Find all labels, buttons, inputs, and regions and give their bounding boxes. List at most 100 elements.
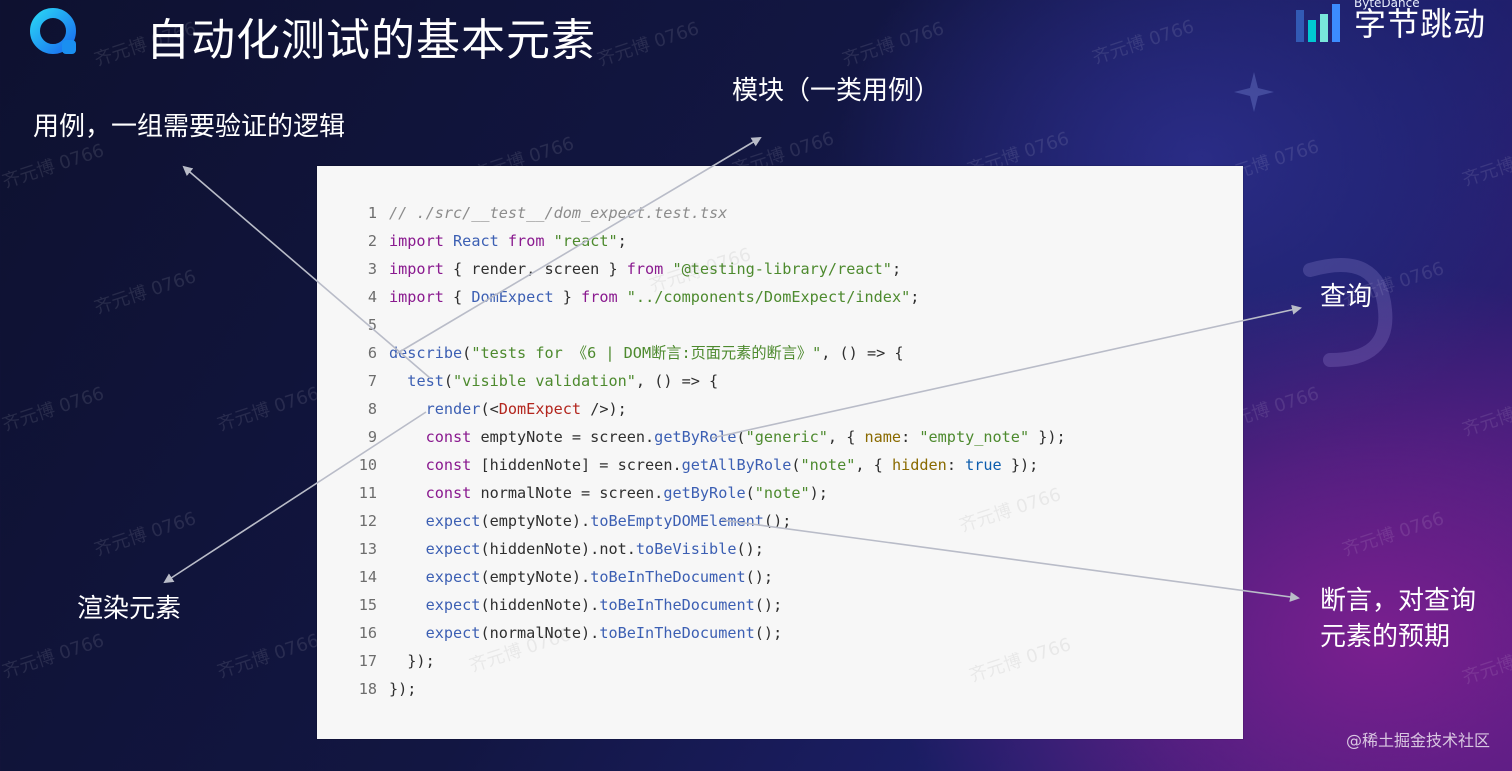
line-number: 11	[358, 484, 377, 502]
code-token: });	[1001, 456, 1039, 474]
code-token: :	[901, 428, 920, 446]
code-line: 14 expect(emptyNote).toBeInTheDocument()…	[355, 563, 1066, 591]
code-token: , {	[827, 428, 865, 446]
code-line: 15 expect(hiddenNote).toBeInTheDocument(…	[355, 591, 1066, 619]
code-token: ();	[754, 624, 783, 642]
code-token: { render, screen }	[443, 260, 627, 278]
code-token: DomExpect	[498, 400, 582, 418]
code-token	[389, 624, 426, 642]
code-token: :	[946, 456, 966, 474]
code-token: import	[389, 288, 444, 306]
code-token: test	[407, 372, 444, 390]
label-render: 渲染元素	[77, 594, 182, 624]
code-token: ;	[891, 260, 902, 278]
code-line: 11 const normalNote = screen.getByRole("…	[355, 479, 1066, 507]
code-token: ();	[745, 568, 774, 586]
code-line: 13 expect(hiddenNote).not.toBeVisible();	[355, 535, 1066, 563]
code-token: toBeInTheDocument	[599, 596, 755, 614]
code-token: import	[389, 260, 444, 278]
ring-decoration-icon	[1303, 258, 1393, 367]
line-number: 10	[358, 456, 377, 474]
code-token: (	[791, 456, 801, 474]
code-token: ;	[617, 232, 627, 250]
code-token: );	[809, 484, 828, 502]
watermark: 齐元博 0766	[0, 383, 107, 436]
code-token: (emptyNote).	[480, 568, 591, 586]
code-token: (<	[480, 400, 499, 418]
code-token	[389, 456, 426, 474]
code-token: toBeInTheDocument	[590, 568, 746, 586]
code-token: expect	[425, 596, 481, 614]
code-token: name	[864, 428, 902, 446]
code-token	[444, 232, 453, 250]
code-token: DomExpect	[471, 288, 554, 306]
code-token: from	[507, 232, 545, 250]
code-token: expect	[425, 540, 481, 558]
code-token: , {	[855, 456, 892, 474]
code-token: ();	[736, 540, 764, 558]
code-token: {	[443, 288, 472, 306]
code-token: (normalNote).	[480, 624, 600, 642]
code-token	[389, 540, 426, 558]
code-token: , () => {	[821, 344, 904, 362]
label-module: 模块（一类用例）	[732, 76, 941, 106]
line-number: 18	[358, 680, 377, 698]
code-token: (hiddenNote).not.	[480, 540, 636, 558]
star-decoration-icon	[1234, 72, 1274, 112]
code-token: getByRole	[663, 484, 746, 502]
code-line: 1// ./src/__test__/dom_expect.test.tsx	[355, 199, 1066, 227]
watermark: 齐元博 0766	[1089, 16, 1197, 69]
code-token: (	[745, 484, 755, 502]
code-token: "empty_note"	[919, 428, 1030, 446]
code-token: hidden	[891, 456, 947, 474]
code-token: "generic"	[745, 428, 828, 446]
code-token: emptyNote = screen.	[471, 428, 655, 446]
code-token: true	[965, 456, 1002, 474]
code-token: toBeEmptyDOMElement	[590, 512, 764, 530]
code-token: "note"	[754, 484, 810, 502]
code-token: toBeVisible	[635, 540, 737, 558]
code-token: ();	[763, 512, 792, 530]
code-token	[389, 400, 426, 418]
watermark: 齐元博 0766	[839, 18, 947, 71]
code-token	[389, 568, 426, 586]
code-token: (emptyNote).	[480, 512, 591, 530]
code-token: // ./src/__test__/dom_expect.test.tsx	[389, 204, 728, 222]
line-number: 4	[367, 288, 377, 306]
watermark: 齐元博 0766	[594, 18, 702, 71]
code-token: , () => {	[635, 372, 719, 390]
code-token	[389, 372, 407, 390]
watermark: 齐元博 0766	[1339, 508, 1447, 561]
line-number: 14	[358, 568, 377, 586]
line-number: 8	[367, 400, 377, 418]
line-number: 2	[367, 232, 377, 250]
code-token: (	[443, 372, 454, 390]
code-token: normalNote = screen.	[471, 484, 664, 502]
code-token: expect	[425, 512, 481, 530]
code-line: 5	[355, 311, 1066, 339]
line-number: 9	[367, 428, 377, 446]
code-token: [hiddenNote] = screen.	[471, 456, 682, 474]
watermark: 齐元博 0766	[91, 508, 199, 561]
line-number: 6	[367, 344, 377, 362]
code-line: 18});	[355, 675, 1066, 703]
line-number: 7	[367, 372, 377, 390]
code-token: ();	[754, 596, 783, 614]
code-token: "visible validation"	[453, 372, 636, 390]
brand-english: ByteDance	[1354, 0, 1420, 10]
code-line: 8 render(<DomExpect />);	[355, 395, 1066, 423]
code-token: toBeInTheDocument	[599, 624, 755, 642]
code-token: (	[736, 428, 746, 446]
footer-watermark: @稀土掘金技术社区	[1345, 731, 1490, 750]
code-token: });	[1029, 428, 1066, 446]
label-query: 查询	[1320, 282, 1373, 312]
code-token	[389, 596, 426, 614]
code-token: describe	[389, 344, 463, 362]
code-token: });	[389, 652, 435, 670]
code-token: });	[389, 680, 417, 698]
code-token: "note"	[800, 456, 856, 474]
code-token: "react"	[553, 232, 618, 250]
